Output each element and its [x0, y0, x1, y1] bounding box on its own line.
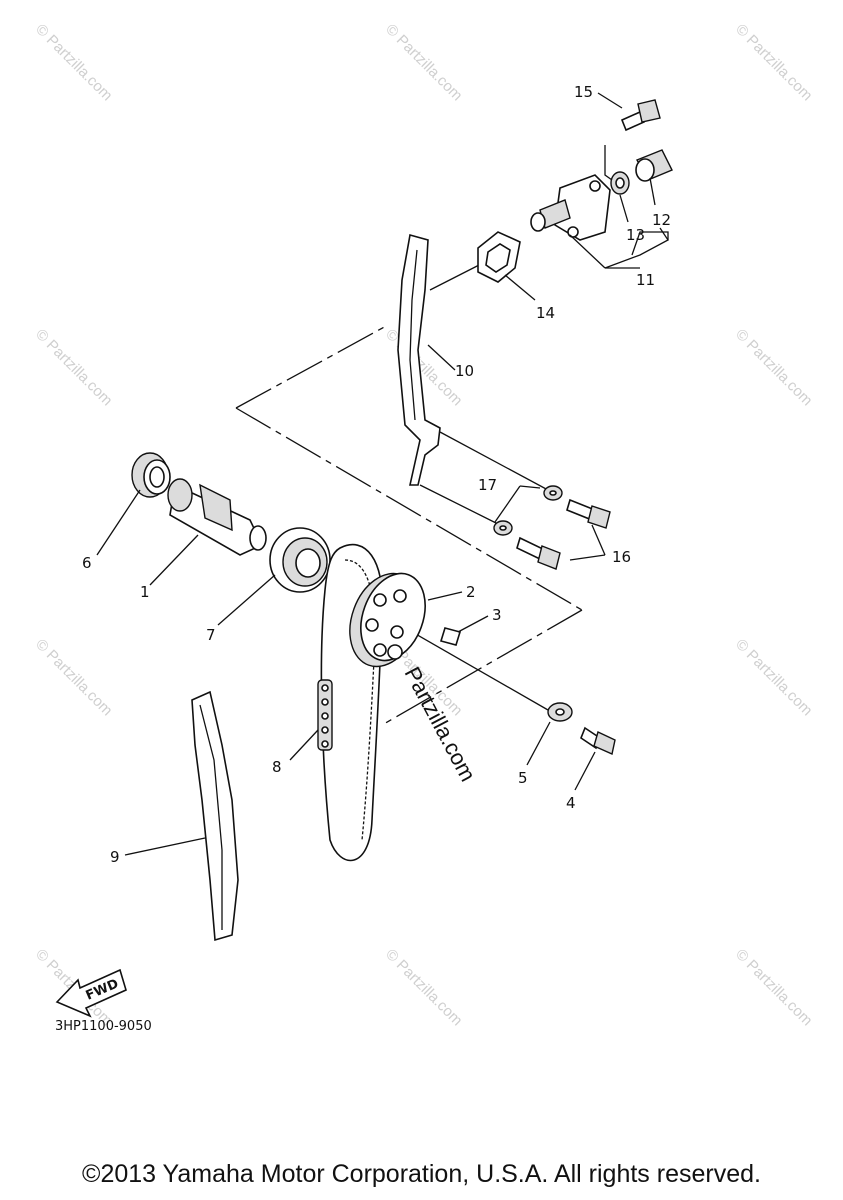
part-6-bearing	[131, 452, 171, 498]
callout-15: 15	[574, 83, 593, 101]
callout-11: 11	[636, 271, 655, 289]
watermark: © Partzilla.com	[32, 326, 115, 409]
callout-17: 17	[478, 476, 497, 494]
callout-10: 10	[455, 362, 474, 380]
leader-lines	[96, 92, 669, 856]
part-4-bolt	[580, 726, 616, 755]
watermark: © Partzilla.com	[32, 636, 115, 719]
callout-3: 3	[492, 606, 502, 624]
callout-1: 1	[140, 583, 150, 601]
part-2-cam-sprocket	[349, 572, 426, 668]
callout-7: 7	[206, 626, 216, 644]
callout-4: 4	[566, 794, 576, 812]
watermark: © Partzilla.com	[732, 21, 815, 104]
callout-14: 14	[536, 304, 555, 322]
callout-9: 9	[110, 848, 120, 866]
assembly-lines	[235, 261, 583, 726]
watermark: © Partzilla.com	[732, 636, 815, 719]
watermark: © Partzilla.com	[732, 946, 815, 1029]
part-5-washer	[547, 702, 573, 722]
callout-8: 8	[272, 758, 282, 776]
part-3-dowel-pin	[439, 627, 462, 646]
part-17-washers	[493, 485, 563, 536]
part-10-chain-guide	[397, 233, 441, 486]
watermark: © Partzilla.com	[732, 326, 815, 409]
part-14-gasket	[477, 231, 521, 283]
callout-12: 12	[652, 211, 671, 229]
watermark: © Partzilla.com	[382, 21, 465, 104]
copyright-text: ©2013 Yamaha Motor Corporation, U.S.A. A…	[82, 1160, 761, 1188]
callout-6: 6	[82, 554, 92, 572]
callout-5: 5	[518, 769, 528, 787]
part-1-camshaft	[167, 478, 267, 556]
part-15-bolt	[620, 99, 661, 132]
callout-16: 16	[612, 548, 631, 566]
callout-2: 2	[466, 583, 476, 601]
watermark-layer: © Partzilla.com © Partzilla.com © Partzi…	[32, 21, 815, 1029]
callouts: 1 2 3 4 5 6 7 8 9 10 11 12 13 14 15 16 1…	[82, 83, 671, 866]
part-13-washer	[610, 171, 630, 195]
part-7-ball-bearing	[269, 527, 331, 593]
part-16-bolts	[516, 498, 611, 570]
part-11-tensioner	[530, 174, 611, 241]
watermark: © Partzilla.com	[32, 21, 115, 104]
diagram-code: 3HP1100-9050	[55, 1019, 152, 1034]
callout-13: 13	[626, 226, 645, 244]
part-12-cap-bolt	[635, 149, 673, 182]
part-9-chain-guide	[191, 690, 239, 942]
watermark: © Partzilla.com	[382, 946, 465, 1029]
